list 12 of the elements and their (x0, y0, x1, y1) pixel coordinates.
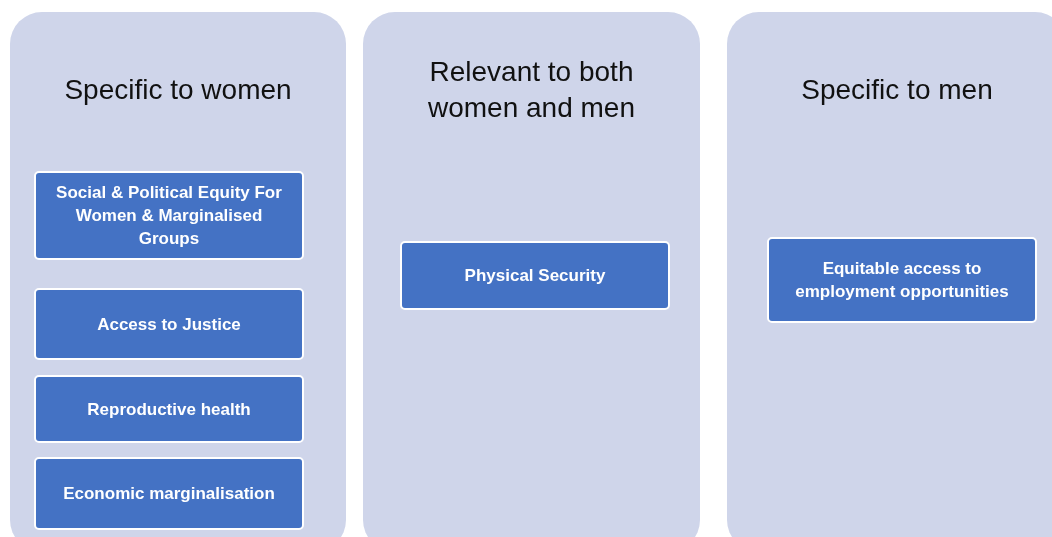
column-panel (10, 12, 346, 537)
column-title: Specific to women (63, 73, 293, 107)
topic-box: Economic marginalisation (34, 457, 304, 530)
column-panel (363, 12, 700, 537)
topic-box: Reproductive health (34, 375, 304, 443)
column-panel (727, 12, 1052, 537)
topic-box: Physical Security (400, 241, 670, 310)
column-title: Relevant to both women and men (427, 55, 636, 125)
topic-box: Access to Justice (34, 288, 304, 360)
topic-box: Equitable access to employment opportunities (767, 237, 1037, 323)
column-title: Specific to men (800, 73, 994, 107)
topic-box: Social & Political Equity For Women & Marginalised Groups (34, 171, 304, 260)
